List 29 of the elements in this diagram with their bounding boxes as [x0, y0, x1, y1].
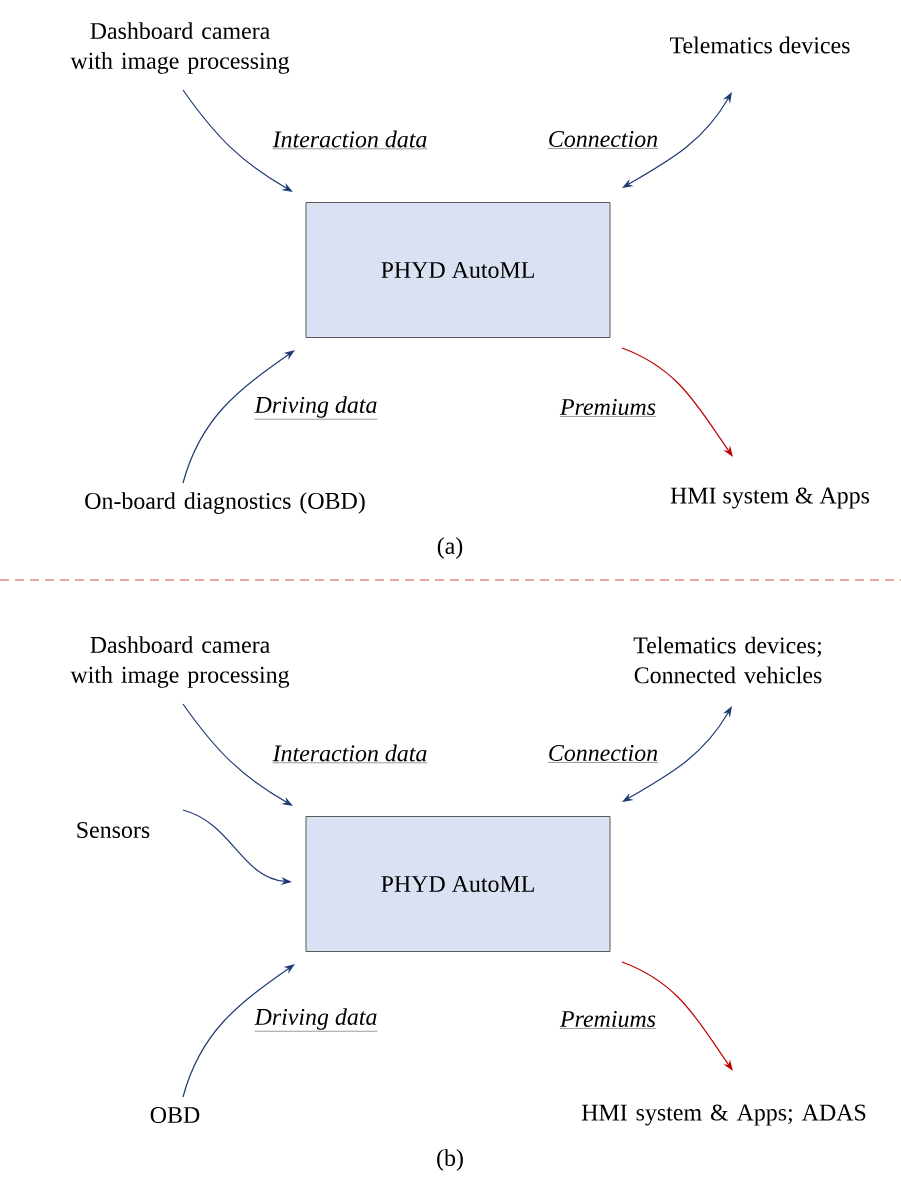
arrow: [622, 92, 732, 188]
source-label: HMI system & Apps; ADAS: [581, 1104, 866, 1126]
process-box: PHYD AutoML: [305, 202, 611, 338]
panel-label: (b): [437, 1149, 463, 1171]
source-label: Telematics devices: [670, 36, 850, 54]
process-box: PHYD AutoML: [305, 816, 611, 952]
source-label: HMI system & Apps: [670, 487, 870, 509]
arrow: [182, 703, 293, 806]
arrow: [182, 89, 293, 192]
source-label: Dashboard camera with image processing: [70, 636, 290, 688]
arrow: [621, 347, 733, 457]
arrow: [182, 964, 295, 1098]
source-label: On-board diagnostics (OBD): [85, 492, 365, 514]
arrow: [622, 706, 732, 802]
source-label: OBD: [150, 1107, 200, 1124]
source-label: Dashboard camera with image processing: [70, 22, 290, 74]
arrow: [621, 961, 733, 1071]
edge-label: Connection: [546, 130, 660, 151]
edge-label: Interaction data: [271, 129, 429, 151]
edge-label: Premiums: [558, 1009, 658, 1031]
source-label: Sensors: [77, 822, 150, 839]
edge-label: Driving data: [253, 1007, 379, 1033]
edge-label: Connection: [546, 744, 660, 765]
edge-label: Interaction data: [271, 743, 429, 765]
edge-label: Driving data: [253, 395, 379, 421]
arrow: [182, 350, 295, 484]
panel-label: (a): [437, 537, 463, 559]
source-label: Telematics devices; Connected vehicles: [633, 636, 822, 684]
edge-label: Premiums: [558, 397, 658, 419]
